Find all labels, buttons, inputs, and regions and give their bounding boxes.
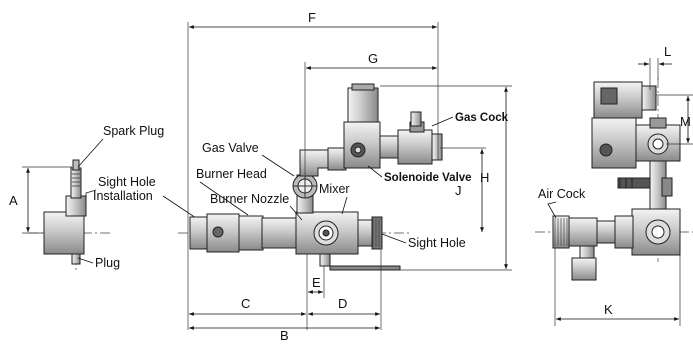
label-mixer: Mixer: [319, 182, 350, 196]
label-sight-hole: Sight Hole: [408, 236, 466, 250]
dim-label-b: B: [280, 328, 289, 342]
label-sight-hole-installation-2: Installation: [93, 189, 153, 203]
dim-label-l: L: [664, 44, 671, 59]
dim-label-e: E: [312, 275, 321, 290]
dimension-a: A: [9, 166, 72, 234]
label-gas-cock: Gas Cock: [455, 112, 509, 124]
right-labels: Air Cock: [538, 187, 586, 219]
label-burner-nozzle: Burner Nozzle: [210, 192, 289, 206]
dimension-g: G: [304, 51, 437, 175]
dim-label-f: F: [308, 10, 316, 25]
dim-label-h: H: [480, 170, 489, 185]
label-solenoide-valve: Solenoide Valve: [384, 172, 472, 184]
label-burner-head: Burner Head: [196, 167, 267, 181]
dim-label-c: C: [241, 296, 250, 311]
right-end-view: [535, 78, 693, 281]
dimension-m: M: [656, 94, 693, 145]
dim-label-k: K: [604, 302, 613, 317]
dimension-j: J: [440, 147, 486, 232]
main-labels: Gas Valve Burner Head Burner Nozzle Mixe…: [196, 112, 509, 250]
dimension-e: E: [306, 254, 325, 330]
label-gas-valve: Gas Valve: [202, 141, 259, 155]
dim-label-m: M: [680, 114, 691, 129]
main-assembly: [178, 83, 443, 271]
dimension-c-d: C D: [189, 250, 382, 330]
dim-label-a: A: [9, 193, 18, 208]
dim-label-d: D: [338, 296, 347, 311]
dimension-f: F: [187, 10, 439, 330]
label-plug: Plug: [95, 256, 120, 270]
left-labels: Spark Plug Sight Hole Installation Plug: [77, 124, 209, 270]
dimension-l: L: [638, 44, 672, 90]
label-spark-plug: Spark Plug: [103, 124, 164, 138]
dimension-k: K: [554, 248, 681, 326]
dim-label-j: J: [455, 183, 462, 198]
label-air-cock: Air Cock: [538, 187, 586, 201]
dimension-b: B: [189, 326, 380, 343]
dim-label-g: G: [368, 51, 378, 66]
label-sight-hole-installation-1: Sight Hole: [98, 175, 156, 189]
dimension-h: H: [380, 85, 512, 271]
